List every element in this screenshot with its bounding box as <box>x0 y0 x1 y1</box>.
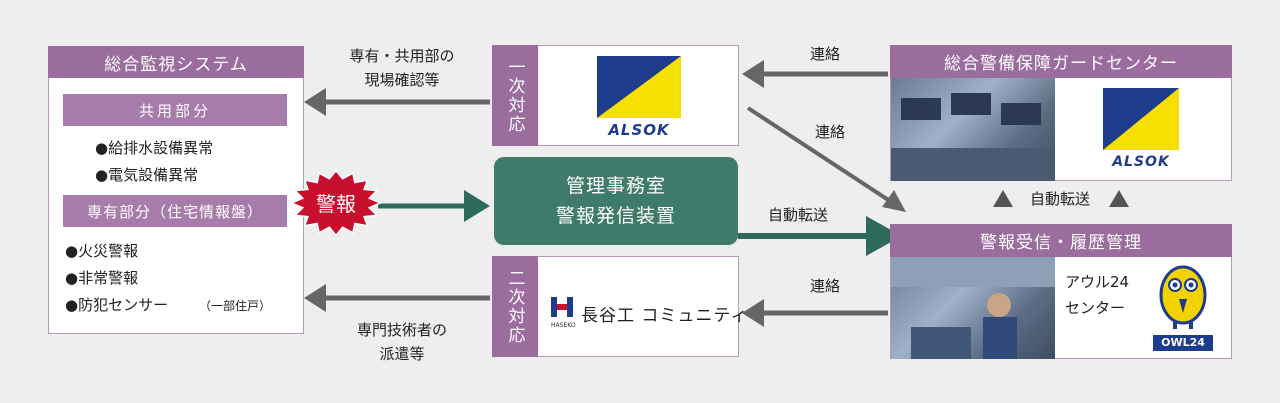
alarm-history-panel: 警報受信・履歴管理 アウル24 センター OWL24 <box>890 224 1232 359</box>
arrow-contact-diagonal <box>746 106 906 212</box>
label-onsite-check: 専有・共用部の 現場確認等 <box>349 47 455 89</box>
monitoring-system-title: 総合監視システム <box>48 46 304 78</box>
management-office-line1: 管理事務室 <box>565 175 666 197</box>
label-contact-diagonal: 連絡 <box>814 123 845 141</box>
second-response-label: 二次対応 <box>492 256 538 357</box>
management-office-line2: 警報発信装置 <box>555 205 676 227</box>
private-note: （一部住戸） <box>199 299 272 313</box>
alsok-logo-text: ALSOK <box>608 121 670 139</box>
alsok-logo-first: ALSOK <box>597 56 681 139</box>
guard-center-title: 総合警備保障ガードセンター <box>890 45 1232 78</box>
label-contact-bottom: 連絡 <box>809 277 840 295</box>
label-auto-transfer: 自動転送 <box>767 206 828 224</box>
owl24-logo: OWL24 <box>1153 265 1213 351</box>
alarm-badge: 警報 <box>289 169 383 237</box>
haseko-mark-icon: HASEKO <box>551 297 576 329</box>
alarm-history-title: 警報受信・履歴管理 <box>890 224 1232 257</box>
label-contact-top: 連絡 <box>809 45 840 63</box>
label-auto-transfer-up: 自動転送 <box>1029 190 1090 208</box>
private-section-header: 専有部分（住宅情報盤） <box>63 195 287 227</box>
haseko-logo: HASEKO 長谷工 コミュニティ <box>551 293 747 333</box>
monitoring-system-panel: 総合監視システム 共用部分 ●給排水設備異常 ●電気設備異常 専有部分（住宅情報… <box>48 46 304 334</box>
guard-center-panel: 総合警備保障ガードセンター ALSOK <box>890 45 1232 181</box>
arrow-onsite-check <box>304 88 490 116</box>
arrow-alarm-to-office <box>378 190 490 222</box>
arrow-contact-bottom <box>742 299 888 327</box>
up-triangle-right <box>1109 190 1129 207</box>
common-item-electric: ●電気設備異常 <box>95 166 199 184</box>
common-item-water: ●給排水設備異常 <box>95 139 214 157</box>
alsok-logo-guard: ALSOK <box>1103 88 1187 174</box>
common-section-header: 共用部分 <box>63 94 287 126</box>
alsok-logo-mark-guard <box>1103 88 1179 150</box>
haseko-sub-text: HASEKO <box>551 322 576 329</box>
second-response-panel: 二次対応 HASEKO 長谷工 コミュニティ <box>492 256 747 357</box>
label-dispatch: 専門技術者の 派遣等 <box>356 321 447 363</box>
first-response-label: 一次対応 <box>492 45 538 146</box>
first-response-panel: 一次対応 ALSOK <box>492 45 739 146</box>
owl-center-photo <box>891 257 1055 359</box>
owl-center-line1: アウル24 <box>1065 273 1130 291</box>
arrow-contact-top <box>742 60 888 88</box>
alsok-logo-text-guard: ALSOK <box>1112 154 1170 170</box>
haseko-logo-text: 長谷工 コミュニティ <box>581 305 749 326</box>
management-office-box: 管理事務室 警報発信装置 <box>494 157 738 245</box>
private-item-fire: ●火災警報 <box>65 242 139 260</box>
owl-center-line2: センター <box>1065 299 1126 317</box>
arrow-auto-transfer <box>738 216 902 256</box>
up-triangle-left <box>993 190 1013 207</box>
owl-center-name: アウル24 センター <box>1065 269 1129 321</box>
alsok-logo-mark <box>597 56 681 118</box>
owl-icon <box>1159 265 1207 329</box>
guard-center-photo <box>891 78 1055 181</box>
owl24-logo-text: OWL24 <box>1153 335 1213 351</box>
private-item-security: ●防犯センサー <box>65 296 169 314</box>
alarm-badge-text: 警報 <box>316 192 356 216</box>
private-item-emergency: ●非常警報 <box>65 269 139 287</box>
arrow-dispatch <box>304 284 490 312</box>
